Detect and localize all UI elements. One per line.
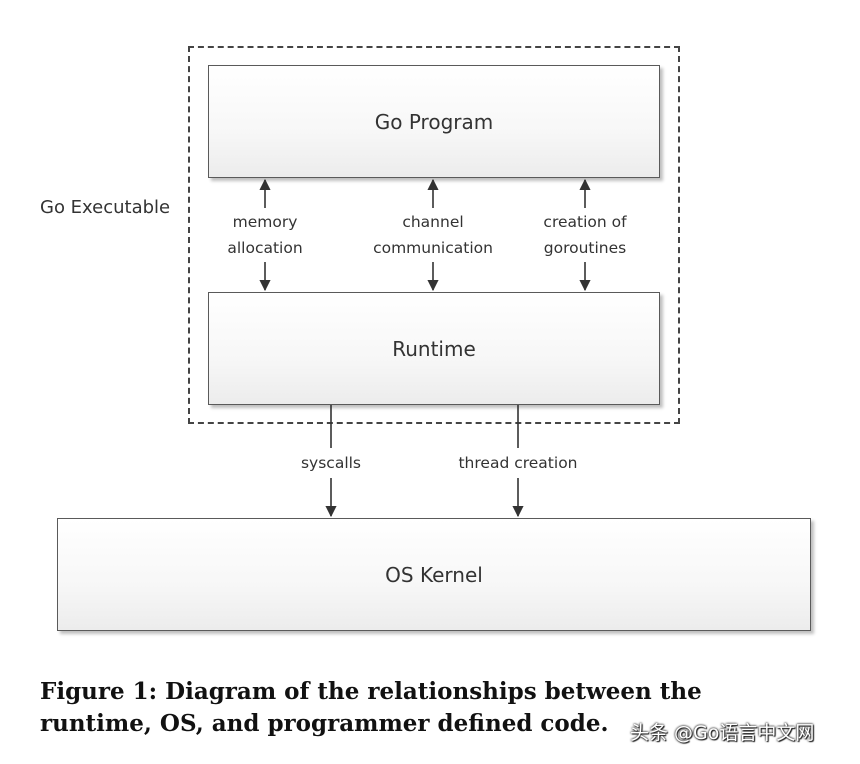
runtime-label: Runtime (392, 336, 476, 361)
os-kernel-label: OS Kernel (385, 562, 483, 587)
memory-allocation-label: memory allocation (215, 209, 315, 261)
runtime-box: Runtime (208, 292, 660, 405)
go-executable-label: Go Executable (40, 197, 171, 218)
creation-of-goroutines-label: creation of goroutines (526, 209, 644, 261)
channel-communication-label: channel communication (363, 209, 503, 261)
caption-line-2: runtime, OS, and programmer defined code… (40, 710, 609, 737)
thread-creation-label: thread creation (446, 450, 590, 476)
figure-caption: Figure 1: Diagram of the relationships b… (40, 676, 830, 740)
os-kernel-box: OS Kernel (57, 518, 811, 631)
go-program-box: Go Program (208, 65, 660, 178)
go-executable-boundary (188, 46, 680, 424)
watermark: 头条 @Go语言中文网 (630, 722, 815, 744)
caption-line-1: Figure 1: Diagram of the relationships b… (40, 678, 702, 705)
go-program-label: Go Program (374, 109, 494, 134)
syscalls-label: syscalls (288, 450, 374, 476)
